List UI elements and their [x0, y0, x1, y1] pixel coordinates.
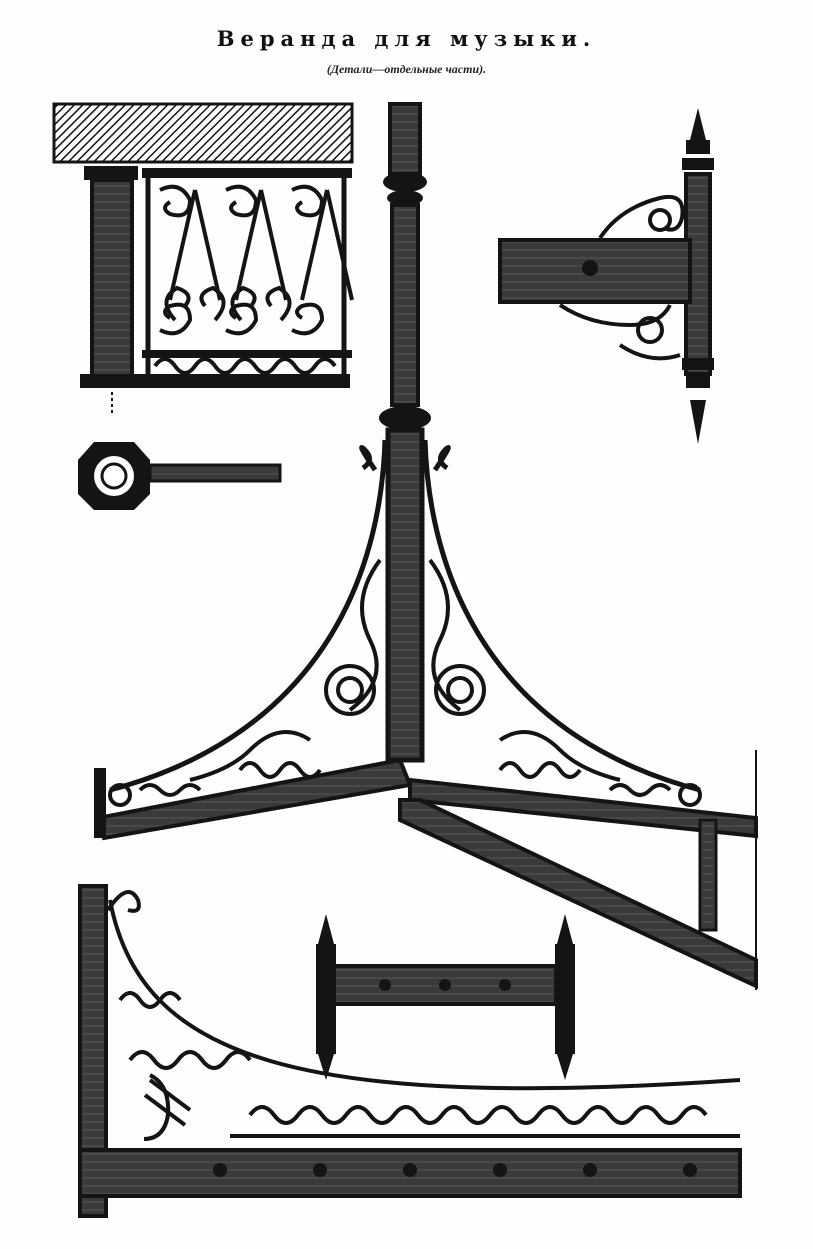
- roof-truss-corner: [94, 750, 758, 990]
- arched-frieze: [78, 884, 742, 1218]
- post-with-brackets: [108, 102, 702, 807]
- wall-bracket: [498, 108, 714, 444]
- railing-detail: [52, 102, 354, 414]
- eye-bolt: [78, 442, 282, 510]
- bolt-plate: [316, 914, 575, 1080]
- plate-subtitle: (Детали—отдельные части).: [326, 62, 487, 76]
- plate-title: Веранда для музыки.: [216, 26, 597, 51]
